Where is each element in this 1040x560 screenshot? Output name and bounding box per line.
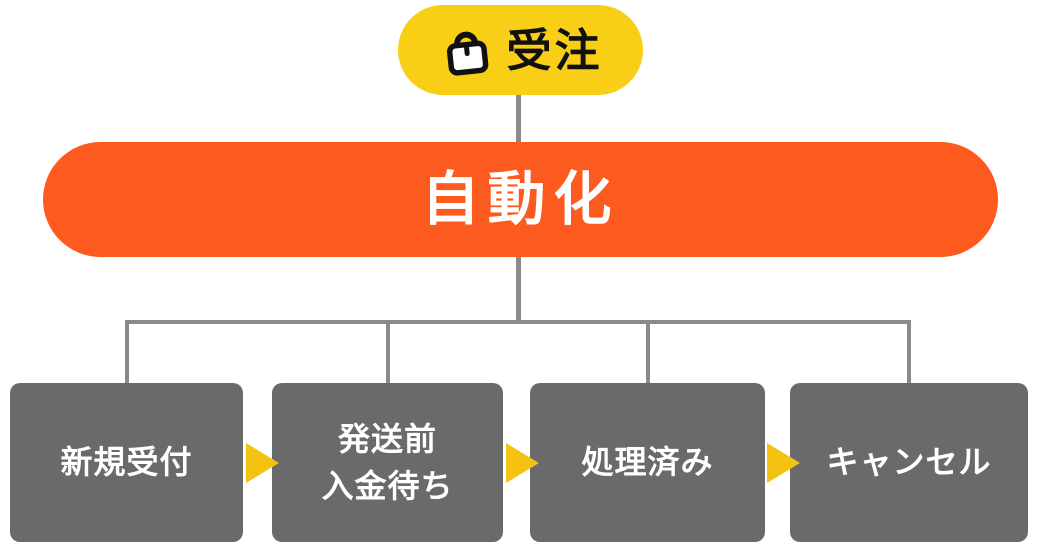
stage-label: 処理済み bbox=[581, 444, 714, 481]
stage-box-processed: 処理済み bbox=[530, 383, 765, 542]
automation-bar: 自動化 bbox=[43, 142, 998, 257]
automation-label: 自動化 bbox=[421, 166, 620, 232]
order-badge-label: 受注 bbox=[506, 24, 603, 76]
stage-label: キャンセル bbox=[826, 444, 992, 481]
flow-arrow-right-icon bbox=[246, 443, 279, 483]
shopping-bag-icon bbox=[447, 31, 489, 76]
connector-automation-to-branch bbox=[516, 257, 521, 321]
flow-arrow-right-icon bbox=[506, 443, 539, 483]
branch-horizontal-line bbox=[125, 320, 911, 324]
stage-box-awaiting-payment: 発送前 入金待ち bbox=[272, 383, 503, 542]
branch-drop-line-1 bbox=[125, 320, 129, 384]
connector-badge-to-automation bbox=[516, 95, 521, 142]
stage-label: 新規受付 bbox=[60, 444, 193, 481]
flow-arrow-right-icon bbox=[767, 443, 800, 483]
branch-drop-line-2 bbox=[386, 320, 390, 384]
stage-box-new-order: 新規受付 bbox=[10, 383, 243, 542]
branch-drop-line-4 bbox=[907, 320, 911, 384]
branch-drop-line-3 bbox=[646, 320, 650, 384]
order-badge: 受注 bbox=[398, 5, 643, 95]
stage-label: 発送前 入金待ち bbox=[321, 421, 454, 504]
stage-box-cancelled: キャンセル bbox=[790, 383, 1028, 542]
